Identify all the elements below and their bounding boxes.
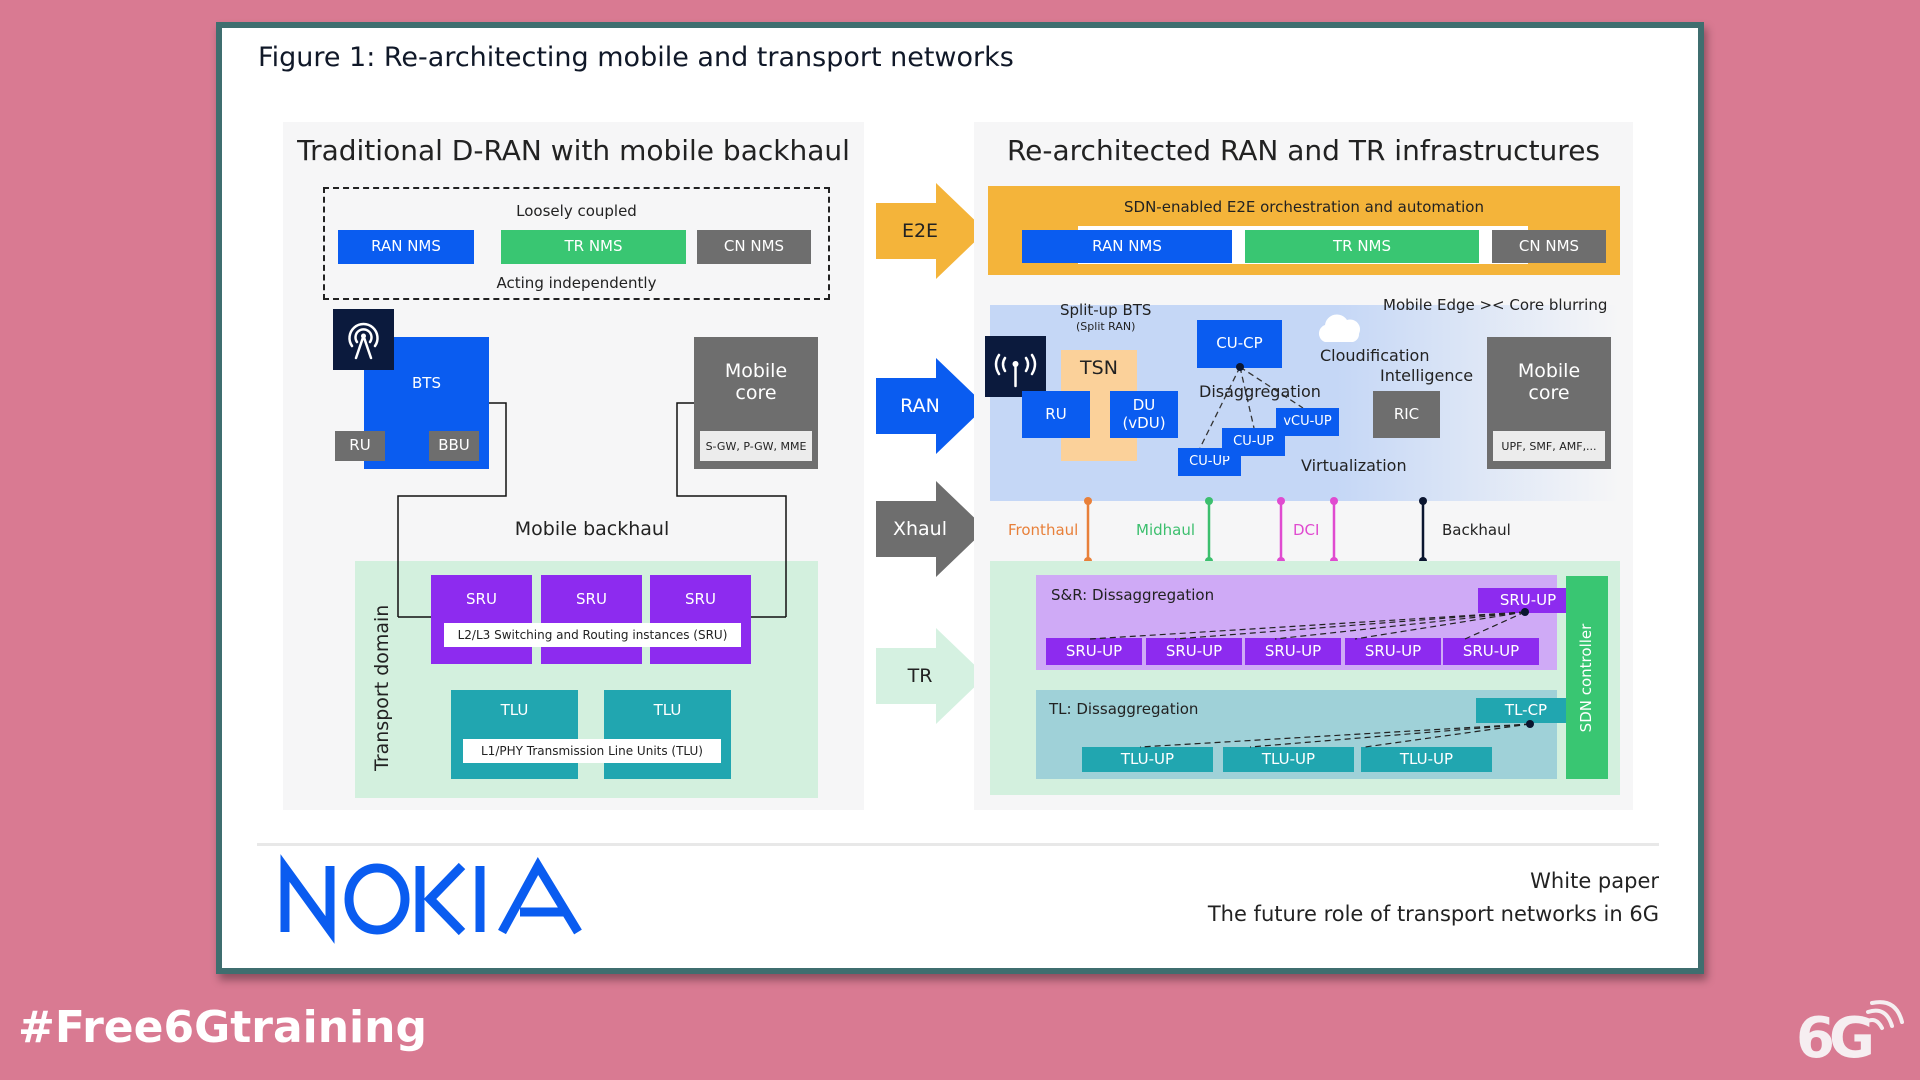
core-functions-label-right: UPF, SMF, AMF,...	[1493, 431, 1605, 461]
cu-up-box: CU-UP	[1222, 428, 1285, 456]
split-ran-label: (Split RAN)	[1076, 320, 1136, 333]
sdn-controller-label: SDN controller	[1577, 623, 1595, 733]
dci-label: DCI	[1293, 521, 1320, 539]
sdn-controller-box	[1566, 576, 1608, 779]
mobile-core-label-right: Mobile core	[1517, 360, 1581, 404]
bts-label: BTS	[412, 374, 441, 392]
sru-caption: L2/L3 Switching and Routing instances (S…	[444, 623, 741, 647]
6g-logo-text: 6G	[1796, 1006, 1875, 1071]
ru-box-right: RU	[1022, 391, 1090, 438]
tlu-up-box: TLU-UP	[1361, 747, 1492, 772]
mobile-backhaul-label: Mobile backhaul	[514, 518, 670, 540]
sru-up-box: SRU-UP	[1046, 638, 1142, 665]
sru-up-box: SRU-UP	[1146, 638, 1242, 665]
doc-type-label: White paper	[1530, 869, 1659, 893]
antenna-tile	[333, 309, 394, 370]
sr-control-box: SRU-UP	[1478, 588, 1578, 613]
orchestration-label: SDN-enabled E2E orchestration and automa…	[1124, 198, 1484, 216]
ric-box: RIC	[1373, 391, 1440, 438]
sru-up-box: SRU-UP	[1345, 638, 1441, 665]
tlu-caption: L1/PHY Transmission Line Units (TLU)	[463, 739, 721, 763]
ran-arrow	[876, 358, 986, 454]
nms-group	[323, 187, 830, 300]
bbu-box: BBU	[429, 431, 479, 461]
sru-up-box: SRU-UP	[1245, 638, 1341, 665]
sru-up-box: SRU-UP	[1443, 638, 1539, 665]
disaggregation-label: Disaggregation	[1199, 382, 1321, 401]
6g-corner-logo: 6G	[1796, 1000, 1906, 1071]
virtualization-label: Virtualization	[1301, 456, 1407, 475]
left-panel-title: Traditional D-RAN with mobile backhaul	[297, 134, 850, 167]
du-box: DU (vDU)	[1110, 391, 1178, 438]
tlu-up-box: TLU-UP	[1223, 747, 1354, 772]
acting-independently-label: Acting independently	[496, 274, 657, 292]
sru-box: SRU	[650, 575, 751, 664]
antenna-signal-icon	[994, 353, 1037, 388]
antenna-tile-right	[985, 336, 1046, 397]
fronthaul-label: Fronthaul	[1008, 521, 1079, 539]
tlu-up-box: TLU-UP	[1082, 747, 1213, 772]
sr-disaggregation-label: S&R: Dissaggregation	[1051, 586, 1215, 604]
backhaul-label: Backhaul	[1442, 521, 1511, 539]
sru-box: SRU	[541, 575, 642, 664]
tlu-box: TLU	[451, 690, 578, 779]
e2e-arrow	[876, 183, 986, 279]
signal-waves-icon	[1864, 1000, 1904, 1030]
tlu-box: TLU	[604, 690, 731, 779]
e2e-arrow-label: E2E	[901, 220, 939, 242]
cloud-icon	[1318, 314, 1361, 342]
xhaul-arrow-label: Xhaul	[892, 518, 948, 540]
cu-cp-box: CU-CP	[1197, 320, 1282, 368]
right-panel-title: Re-architected RAN and TR infrastructure…	[1006, 134, 1601, 167]
intelligence-label: Intelligence	[1380, 366, 1474, 385]
tl-disaggregation-label: TL: Dissaggregation	[1049, 700, 1199, 718]
nokia-logo	[280, 854, 582, 944]
tr-arrow	[876, 628, 986, 724]
footer-divider	[257, 843, 1659, 846]
edge-core-blurring-label: Mobile Edge >< Core blurring	[1383, 296, 1608, 314]
vcu-up-box: vCU-UP	[1276, 408, 1339, 436]
loosely-coupled-label: Loosely coupled	[516, 202, 637, 220]
ru-box: RU	[335, 431, 385, 461]
ran-arrow-label: RAN	[900, 395, 940, 417]
orch-ran-nms-box: RAN NMS	[1022, 230, 1232, 263]
tr-arrow-label: TR	[907, 665, 933, 687]
core-functions-label: S-GW, P-GW, MME	[700, 431, 812, 461]
orch-tr-nms-box: TR NMS	[1245, 230, 1479, 263]
midhaul-label: Midhaul	[1136, 521, 1196, 539]
mobile-core-label: Mobile core	[724, 360, 788, 404]
split-bts-label: Split-up BTS	[1060, 301, 1152, 319]
cn-nms-box: CN NMS	[697, 230, 811, 264]
xhaul-arrow	[876, 481, 986, 577]
tr-nms-box: TR NMS	[501, 230, 686, 264]
cloudification-label: Cloudification	[1320, 346, 1430, 365]
ran-nms-box: RAN NMS	[338, 230, 474, 264]
hashtag-label: #Free6Gtraining	[18, 1002, 427, 1053]
tl-cp-box: TL-CP	[1476, 698, 1576, 723]
doc-title-label: The future role of transport networks in…	[1207, 902, 1659, 926]
figure-title: Figure 1: Re-architecting mobile and tra…	[258, 42, 1014, 73]
orch-cn-nms-box: CN NMS	[1492, 230, 1606, 263]
cell-tower-icon	[348, 322, 379, 360]
sru-box: SRU	[431, 575, 532, 664]
